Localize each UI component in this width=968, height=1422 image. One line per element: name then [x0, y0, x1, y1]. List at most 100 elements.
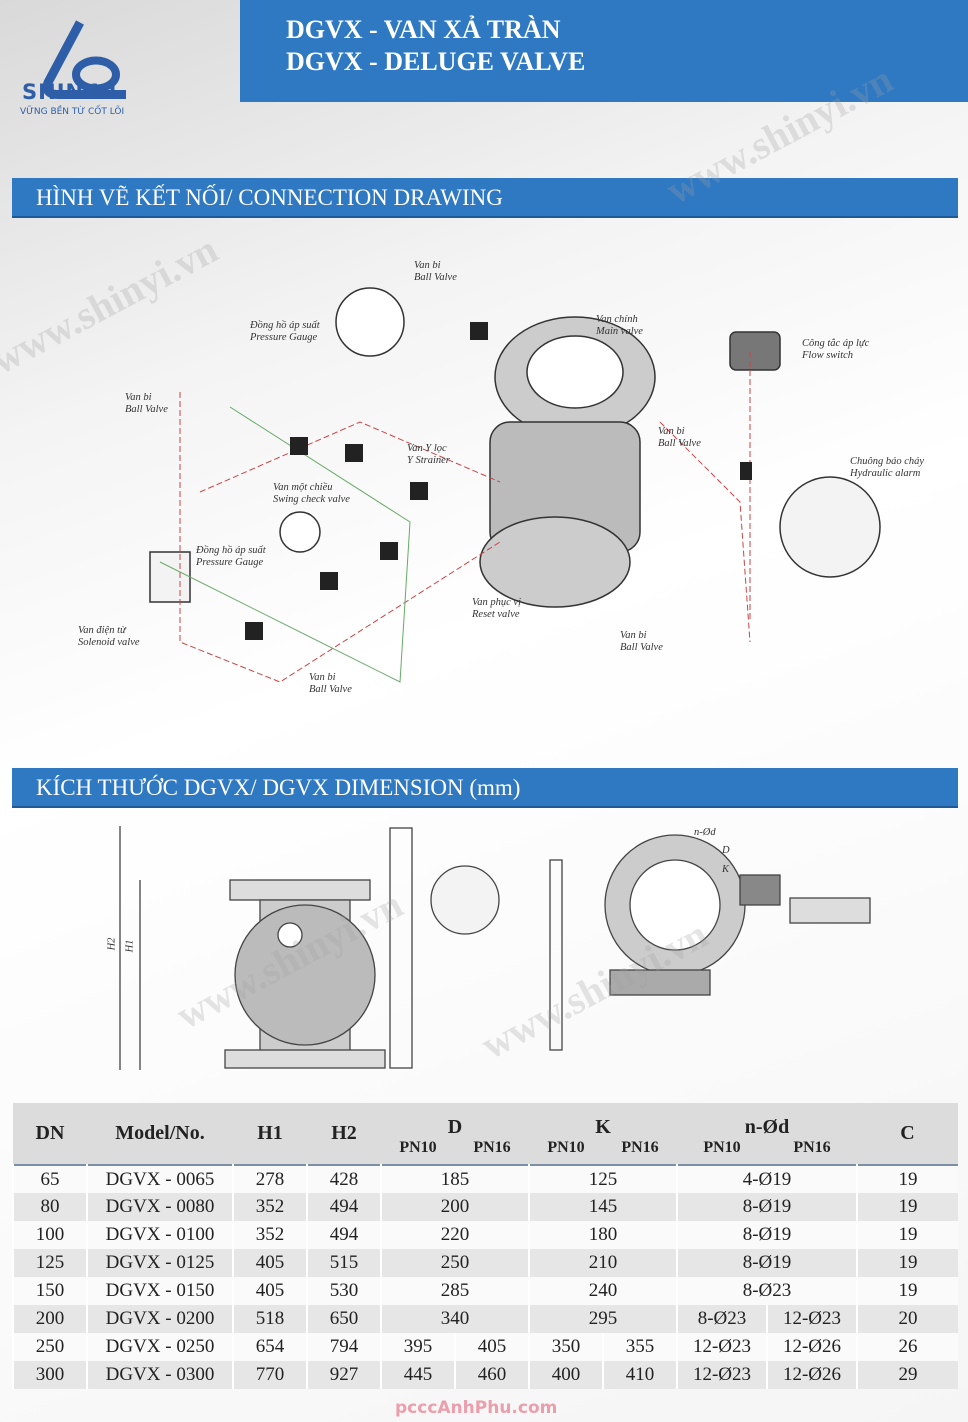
cell-model: DGVX - 0250: [86, 1333, 233, 1361]
cell-d-pn16: 460: [454, 1361, 529, 1389]
cell-h2: 530: [306, 1277, 381, 1305]
cell-nod: 8-Ø19: [676, 1249, 857, 1277]
dim-k: K: [722, 864, 730, 875]
cell-model: DGVX - 0080: [86, 1193, 233, 1221]
cell-nod-pn16: 12-Ø26: [766, 1361, 857, 1389]
cell-dn: 200: [12, 1305, 87, 1333]
cell-model: DGVX - 0065: [86, 1165, 233, 1193]
col-d: D: [381, 1103, 529, 1139]
cell-k: 295: [528, 1305, 677, 1333]
cell-nod: 4-Ø19: [676, 1165, 857, 1193]
col-dn: DN: [13, 1103, 87, 1165]
cell-k: 125: [528, 1165, 677, 1193]
cell-h1: 405: [232, 1249, 307, 1277]
dimension-table: DN Model/No. H1 H2 D K n-Ød C PN10 PN16 …: [12, 1103, 958, 1389]
cell-h1: 352: [232, 1221, 307, 1249]
cell-nod-pn10: 12-Ø23: [676, 1361, 767, 1389]
col-c: C: [857, 1103, 958, 1165]
cell-k: 145: [528, 1193, 677, 1221]
cell-c: 20: [856, 1305, 958, 1333]
col-model: Model/No.: [87, 1103, 233, 1165]
cell-c: 19: [856, 1221, 958, 1249]
cell-model: DGVX - 0100: [86, 1221, 233, 1249]
cell-d: 185: [380, 1165, 529, 1193]
cell-h2: 494: [306, 1221, 381, 1249]
section-dimension: KÍCH THƯỚC DGVX/ DGVX DIMENSION (mm): [12, 768, 958, 808]
cell-k-pn10: 350: [528, 1333, 603, 1361]
connection-drawing: [149, 287, 881, 683]
cell-h2: 515: [306, 1249, 381, 1277]
cell-h2: 650: [306, 1305, 381, 1333]
dim-nod: n-Ød: [694, 827, 716, 838]
cell-c: 19: [856, 1193, 958, 1221]
cell-h1: 518: [232, 1305, 307, 1333]
cell-model: DGVX - 0200: [86, 1305, 233, 1333]
cell-nod-pn10: 12-Ø23: [676, 1333, 767, 1361]
cell-dn: 65: [12, 1165, 87, 1193]
cell-k-pn10: 400: [528, 1361, 603, 1389]
cell-h1: 278: [232, 1165, 307, 1193]
cell-h2: 428: [306, 1165, 381, 1193]
cell-c: 29: [856, 1361, 958, 1389]
section-connection-title: HÌNH VẼ KẾT NỐI/ CONNECTION DRAWING: [36, 185, 503, 210]
col-k-pn16: PN16: [603, 1139, 677, 1165]
cell-d-pn10: 445: [380, 1361, 455, 1389]
cell-k-pn16: 355: [602, 1333, 677, 1361]
shinyi-logo: [42, 20, 126, 99]
cell-d: 200: [380, 1193, 529, 1221]
cell-dn: 250: [12, 1333, 87, 1361]
col-d-pn16: PN16: [455, 1139, 529, 1165]
col-nod: n-Ød: [677, 1103, 857, 1139]
footer-watermark: pcccAnhPhu.com: [395, 1398, 558, 1418]
cell-model: DGVX - 0300: [86, 1361, 233, 1389]
col-k: K: [529, 1103, 677, 1139]
cell-dn: 150: [12, 1277, 87, 1305]
col-h2: H2: [307, 1103, 381, 1165]
col-d-pn10: PN10: [381, 1139, 455, 1165]
cell-h2: 794: [306, 1333, 381, 1361]
cell-c: 19: [856, 1249, 958, 1277]
title-en: DGVX - DELUGE VALVE: [286, 47, 586, 76]
cell-d: 340: [380, 1305, 529, 1333]
cell-d: 220: [380, 1221, 529, 1249]
cell-d: 285: [380, 1277, 529, 1305]
page-title: DGVX - VAN XẢ TRÀN DGVX - DELUGE VALVE: [240, 0, 968, 102]
cell-d: 250: [380, 1249, 529, 1277]
cell-dn: 100: [12, 1221, 87, 1249]
cell-c: 19: [856, 1165, 958, 1193]
col-k-pn10: PN10: [529, 1139, 603, 1165]
dim-h2: H2: [106, 937, 118, 951]
cell-k-pn16: 410: [602, 1361, 677, 1389]
dim-d: D: [722, 845, 730, 856]
cell-nod: 8-Ø23: [676, 1277, 857, 1305]
title-vi: DGVX - VAN XẢ TRÀN: [286, 15, 561, 44]
cell-dn: 300: [12, 1361, 87, 1389]
cell-nod: 8-Ø19: [676, 1221, 857, 1249]
cell-c: 26: [856, 1333, 958, 1361]
dim-h1: H1: [124, 939, 136, 953]
cell-h1: 770: [232, 1361, 307, 1389]
cell-d-pn10: 395: [380, 1333, 455, 1361]
cell-nod-pn16: 12-Ø23: [766, 1305, 857, 1333]
cell-k: 210: [528, 1249, 677, 1277]
cell-dn: 125: [12, 1249, 87, 1277]
col-nod-pn16: PN16: [767, 1139, 857, 1165]
cell-c: 19: [856, 1277, 958, 1305]
brand-slogan: VỮNG BỀN TỪ CỐT LÕI: [20, 107, 125, 117]
